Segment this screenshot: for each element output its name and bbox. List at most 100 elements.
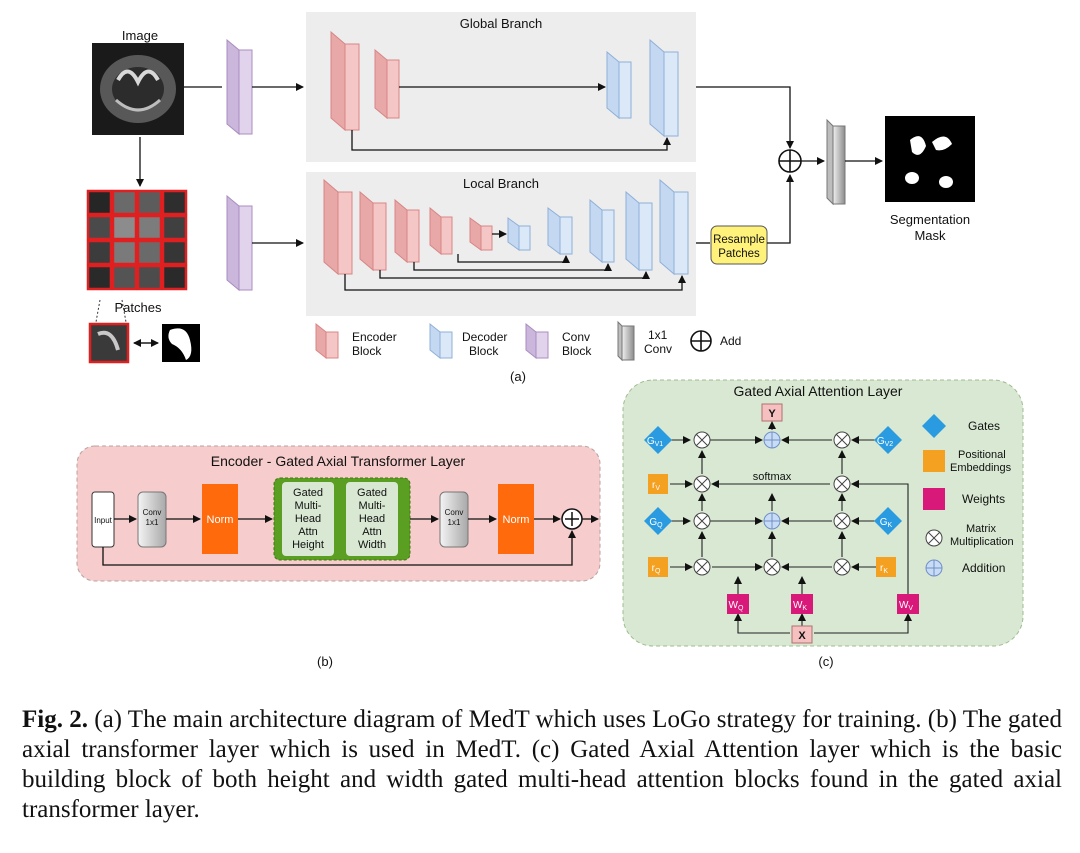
figure-caption-text: (a) The main architecture diagram of Med… [22,706,1063,823]
gate-gk: GK [874,507,902,535]
legend-encoder-2: Block [352,344,382,358]
figure-caption-label: Fig. 2. [22,706,88,733]
local-encoders [323,178,493,276]
norm-block-first [202,484,238,554]
attn-w-4: Attn [362,526,382,538]
norm2-label: Norm [503,514,530,526]
input-image [92,43,184,135]
global-encoder-2 [374,48,400,120]
legend-matmul-2: Multiplication [950,536,1014,548]
attn-h-2: Multi- [295,500,322,512]
svg-text:rQ: rQ [652,563,661,575]
matmul-nodes [693,431,851,576]
panel-c: Gated Axial Attention Layer [622,379,1024,669]
conv2-label-1: Conv [445,508,464,517]
panel-c-title: Gated Axial Attention Layer [734,383,903,399]
resample-label-2: Patches [718,248,760,260]
legend-conv-2: Block [562,344,592,358]
input-x-label: X [798,630,806,642]
attn-w-1: Gated [357,487,387,499]
legend-matmul-1: Matrix [966,523,996,535]
pos-rv: rV [648,474,668,494]
legend-pos-2: Embeddings [950,462,1012,474]
patch-grid [86,189,188,291]
conv-block-global [226,38,253,136]
local-decoders [507,178,689,276]
legend-c: Gates Positional Embeddings Weights Matr… [922,414,1014,577]
figure-caption: Fig. 2. (a) The main architecture diagra… [22,705,1062,825]
gate-gv1: GV1 [644,426,672,454]
legend-a: Encoder Block Decoder Block Conv Block 1… [315,320,741,362]
panel-b-title: Encoder - Gated Axial Transformer Layer [211,453,466,469]
segmentation-mask [885,116,975,202]
seg-label-1: Segmentation [890,212,970,227]
caption-c: (c) [818,654,833,669]
output-y [761,403,783,422]
svg-text:rK: rK [880,563,888,575]
pos-rq: rQ [648,557,668,577]
output-y-label: Y [768,408,776,420]
gate-gv2: GV2 [874,426,902,454]
onebyone-conv [826,118,846,206]
legend-1x1-1: 1x1 [648,328,668,342]
attn-h-5: Height [292,539,324,551]
add-operator-b [561,508,583,530]
caption-a: (a) [510,369,526,384]
gated-attention-pair: Gated Multi- Head Attn Height Gated Mult… [273,477,411,561]
legend-addition: Addition [962,561,1005,575]
zoomed-mask [162,324,200,362]
legend-pos-1: Positional [958,449,1006,461]
legend-1x1-2: Conv [644,342,672,356]
legend-gates: Gates [968,419,1000,433]
attn-w-2: Multi- [359,500,386,512]
gate-gq: GQ [644,507,672,535]
legend-decoder-1: Decoder [462,330,507,344]
conv2-label-2: 1x1 [448,518,461,527]
pos-legend-icon [923,450,945,472]
zoomed-patch [88,322,130,364]
patches-label: Patches [115,300,162,315]
residual-connection [102,530,576,566]
conv1-label-1: Conv [143,508,162,517]
input-x [791,625,813,644]
weight-wq: WQ [727,594,749,614]
legend-conv-1: Conv [562,330,590,344]
conv-block-local [226,194,253,292]
architecture-figure: Image P [76,12,1024,669]
image-label: Image [122,28,158,43]
panel-c-background [622,379,1024,647]
gate-legend-icon [922,414,946,438]
conv1-label-2: 1x1 [146,518,159,527]
legend-add: Add [720,334,741,348]
global-encoder-1 [330,30,360,132]
local-skip-connections [344,254,686,291]
svg-text:WK: WK [793,600,807,612]
svg-text:rV: rV [652,480,660,492]
attn-w-3: Head [359,513,385,525]
legend-encoder-1: Encoder [352,330,397,344]
weight-wv: WV [897,594,919,614]
global-branch-title: Global Branch [460,16,542,31]
svg-text:GV2: GV2 [877,436,893,448]
svg-text:WQ: WQ [729,600,744,612]
legend-weights: Weights [962,492,1005,506]
input-label: Input [94,516,113,525]
svg-text:GK: GK [880,517,893,529]
caption-b: (b) [317,654,333,669]
add-operator [778,149,802,173]
attn-h-3: Head [295,513,321,525]
seg-label-2: Mask [914,228,946,243]
svg-text:GQ: GQ [649,517,663,529]
pos-rk: rK [876,557,896,577]
svg-text:GV1: GV1 [647,436,663,448]
local-branch-title: Local Branch [463,176,539,191]
global-decoder-2 [649,38,679,138]
attn-w-5: Width [358,539,386,551]
attn-h-1: Gated [293,487,323,499]
panel-b: Encoder - Gated Axial Transformer Layer … [76,445,601,669]
resample-patches-box: Resample Patches [710,225,768,265]
legend-decoder-2: Block [469,344,499,358]
norm1-label: Norm [207,514,234,526]
norm-block-second [498,484,534,554]
global-decoder-1 [606,50,632,120]
